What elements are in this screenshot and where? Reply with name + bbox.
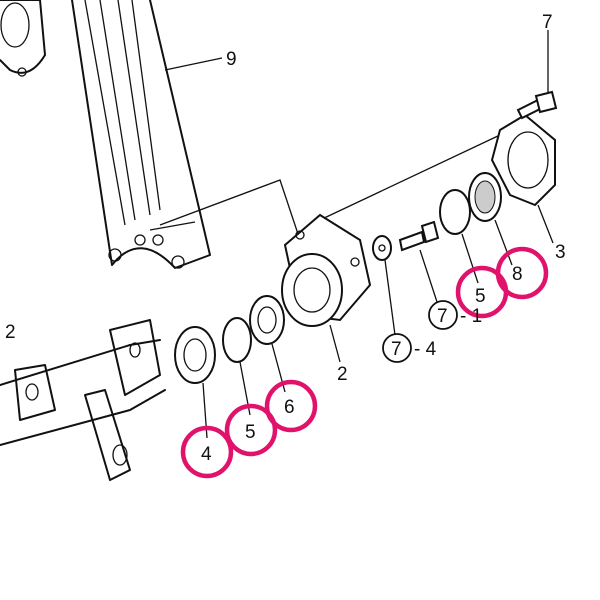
highlight-circle (264, 379, 318, 433)
callout-circle (428, 300, 458, 330)
cover-plate (490, 113, 556, 207)
highlight-circle (455, 265, 509, 319)
seal (249, 295, 285, 345)
label-shaft: 2 (5, 322, 16, 343)
label-bolt-sub-suffix: - 1 (460, 306, 482, 327)
label-bearing: 4 (201, 444, 212, 465)
circlip-right (439, 189, 471, 235)
highlight-circle (180, 425, 234, 479)
shaft (0, 319, 166, 481)
bearing (174, 326, 216, 384)
highlight-circle (224, 403, 278, 457)
seal-right (468, 172, 502, 222)
label-bolt: 7 (542, 12, 553, 33)
leader-line (159, 134, 501, 241)
label-frame: 9 (226, 49, 237, 70)
label-seal-left: 6 (284, 397, 295, 418)
label-bolt-sub: 7 (437, 306, 448, 327)
bolt (516, 30, 558, 120)
bearing-housing (281, 213, 372, 327)
label-circlip-right: 5 (475, 286, 486, 307)
label-housing: 2 (337, 364, 348, 385)
label-washer-sub: 7 (391, 339, 402, 360)
label-circlip-left: 5 (245, 422, 256, 443)
circlip (222, 317, 252, 363)
small-bolt (398, 220, 440, 252)
callout-circle (382, 333, 412, 363)
washer (372, 235, 392, 261)
label-seal-right: 8 (512, 264, 523, 285)
label-washer-sub-suffix: - 4 (414, 339, 437, 360)
frame-plate (71, 0, 223, 269)
hub-fragment (0, 0, 46, 77)
label-cover: 3 (555, 242, 566, 263)
